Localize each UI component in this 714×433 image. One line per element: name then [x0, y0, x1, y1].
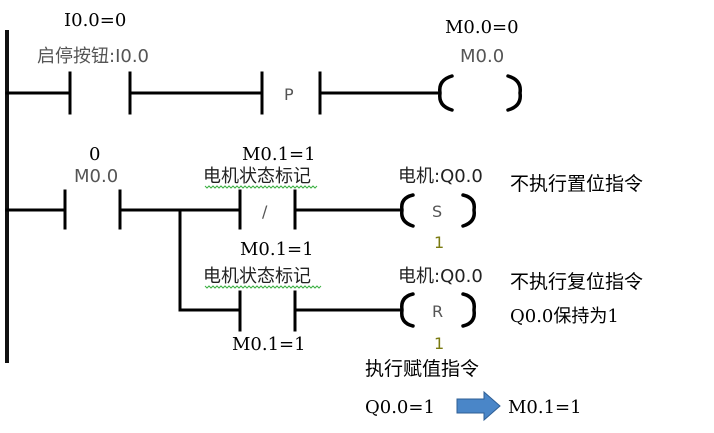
positive-edge-contact[interactable]: P [260, 71, 322, 115]
m01-no-contact[interactable] [238, 290, 297, 332]
m01-no-contact-label: 电机状态标记 [203, 266, 311, 287]
reset-coil-label: 电机:Q0.0 [398, 266, 483, 287]
spellcheck-underline [204, 285, 322, 289]
m00-coil-address: M0.0 [460, 46, 504, 67]
reset-note-line2: Q0.0保持为1 [510, 306, 619, 327]
set-coil-label: 电机:Q0.0 [398, 166, 483, 187]
m00-no-contact[interactable] [63, 189, 122, 230]
assign-to: M0.1=1 [508, 397, 582, 418]
m00-contact-status: 0 [89, 144, 100, 165]
set-note: 不执行置位指令 [510, 173, 643, 195]
m01-no-contact-status-bottom: M0.1=1 [232, 334, 306, 355]
nc-slash-symbol: / [262, 202, 268, 221]
q00-reset-coil[interactable]: R [399, 292, 477, 328]
assign-title: 执行赋值指令 [365, 358, 479, 380]
edge-p-label: P [284, 85, 294, 104]
m00-coil-status: M0.0=0 [445, 17, 519, 38]
m01-nc-contact-label: 电机状态标记 [203, 166, 311, 187]
assignment-annotation: 执行赋值指令 Q0.0=1 M0.1=1 [365, 358, 582, 422]
m00-contact-address: M0.0 [74, 166, 118, 187]
reset-coil-param: 1 [434, 334, 444, 353]
assign-from: Q0.0=1 [365, 397, 435, 418]
start-stop-no-contact[interactable] [68, 71, 132, 115]
spellcheck-underline [204, 185, 318, 189]
start-stop-contact-status: I0.0=0 [64, 10, 126, 31]
m01-nc-contact[interactable]: / [238, 189, 297, 230]
rung-2: 0 M0.0 M0.1=1 电机状态标记 / 电机:Q0.0 S 1 不执行置位… [5, 144, 643, 312]
m00-output-coil[interactable] [438, 74, 522, 112]
right-arrow-icon [456, 390, 501, 422]
set-coil-letter: S [432, 202, 442, 221]
q00-set-coil[interactable]: S [399, 193, 477, 228]
reset-note-line1: 不执行复位指令 [510, 271, 643, 293]
rung-3: M0.1=1 电机状态标记 M0.1=1 电机:Q0.0 R 1 不执行复位指令… [178, 239, 643, 355]
m01-no-contact-status-top: M0.1=1 [240, 239, 314, 260]
set-coil-param: 1 [434, 233, 444, 252]
start-stop-contact-label: 启停按钮:I0.0 [37, 46, 149, 67]
reset-coil-letter: R [432, 302, 443, 321]
m01-nc-contact-status: M0.1=1 [242, 144, 316, 165]
rung-1: I0.0=0 启停按钮:I0.0 P M0.0=0 M0.0 [5, 10, 522, 115]
